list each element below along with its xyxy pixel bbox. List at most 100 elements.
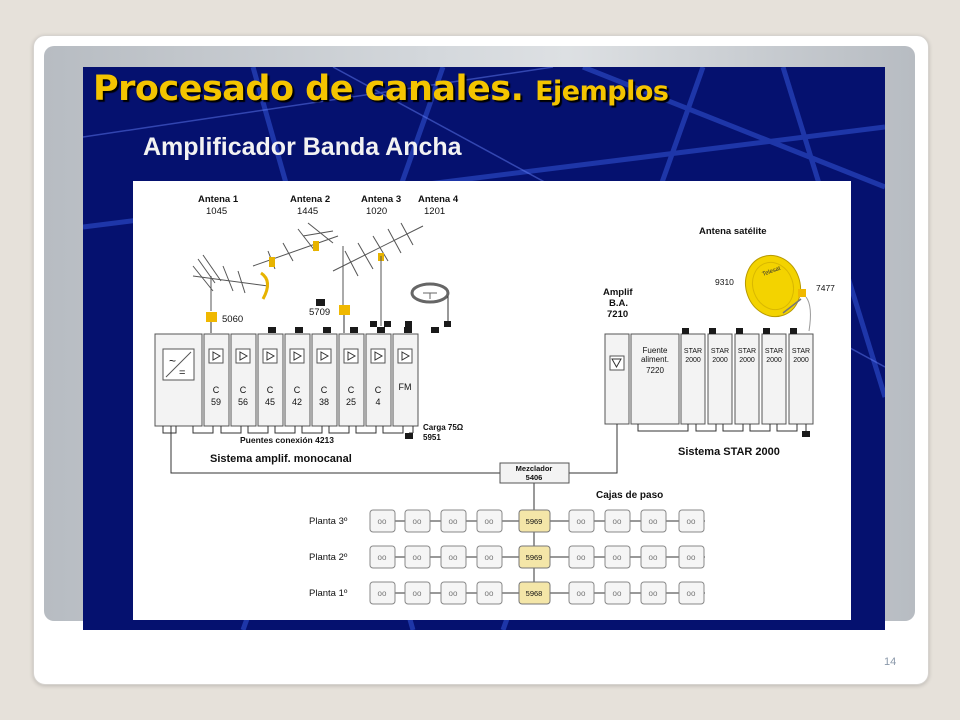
preamp-2-icon <box>339 305 350 315</box>
load-icon <box>405 433 413 439</box>
page-number: 14 <box>884 656 897 668</box>
slide-subtitle: Amplificador Banda Ancha <box>143 133 462 161</box>
tap-box-code: 5968 <box>526 589 543 598</box>
star-module: STAR 2000 <box>680 333 706 425</box>
svg-text:oo: oo <box>485 517 494 526</box>
module-band: C <box>321 385 328 395</box>
star-module-name: STAR <box>738 348 756 355</box>
svg-text:oo: oo <box>613 589 622 598</box>
slide-title: Procesado de canales. Ejemplos <box>93 67 669 114</box>
channel-module: C 56 <box>230 333 257 427</box>
antenna-4-icon <box>410 282 450 326</box>
svg-text:=: = <box>179 367 185 379</box>
svg-text:oo: oo <box>649 589 658 598</box>
bridge-connectors <box>162 426 414 434</box>
star-module-name: STAR <box>765 348 783 355</box>
svg-text:oo: oo <box>687 589 696 598</box>
preamp-1-label: 5060 <box>222 314 243 325</box>
module-channel: 45 <box>265 397 275 407</box>
star-module-name: STAR <box>684 348 702 355</box>
load-label: Carga 75Ω <box>423 423 464 432</box>
antenna-3-icon <box>332 222 424 326</box>
floor-label: Planta 2º <box>309 552 348 563</box>
star-module-name: STAR <box>792 348 810 355</box>
svg-text:oo: oo <box>378 553 387 562</box>
amplif-ba-module <box>604 333 630 425</box>
module-band: C <box>213 385 220 395</box>
module-input-connectors <box>268 299 451 333</box>
amplif-ba-line3: 7210 <box>607 309 628 320</box>
psu-line2: aliment. <box>641 355 669 364</box>
antenna-4-code: 1201 <box>424 206 445 217</box>
preamp-1-icon <box>206 312 217 322</box>
antenna-4-name: Antena 4 <box>418 194 459 205</box>
installation-diagram: Antena 1 1045 Antena 2 1445 Antena 3 102… <box>154 194 835 605</box>
module-channel: 38 <box>319 397 329 407</box>
title-suffix: Ejemplos <box>535 76 669 107</box>
antenna-3-name: Antena 3 <box>361 194 401 205</box>
tap-box-code: 5969 <box>526 553 543 562</box>
star-module-code: 2000 <box>685 357 701 364</box>
channel-modules: C 59 C 56 C 45 <box>203 333 419 427</box>
slide: Procesado de canales. Ejemplos Amplifica… <box>83 67 885 630</box>
star-power-supply: Fuente aliment. 7220 <box>630 333 680 425</box>
module-band: C <box>294 385 301 395</box>
channel-module: C 45 <box>257 333 284 427</box>
svg-text:oo: oo <box>649 517 658 526</box>
module-band: C <box>267 385 274 395</box>
svg-text:~: ~ <box>169 354 176 368</box>
channel-module: C 4 <box>365 333 392 427</box>
bridges-label: Puentes conexión 4213 <box>240 435 334 445</box>
tap-box-highlight <box>518 509 551 533</box>
satellite-code-left: 9310 <box>715 277 734 287</box>
svg-text:oo: oo <box>413 589 422 598</box>
star-system-label: Sistema STAR 2000 <box>678 446 780 458</box>
svg-text:oo: oo <box>687 517 696 526</box>
psu-line1: Fuente <box>643 346 668 355</box>
svg-text:oo: oo <box>613 517 622 526</box>
satellite-dish-icon: Telesat <box>745 254 811 332</box>
star-load-icon <box>802 431 810 437</box>
star-input-connectors <box>682 328 797 334</box>
load-code: 5951 <box>423 433 441 442</box>
svg-text:oo: oo <box>577 517 586 526</box>
distribution-title: Cajas de paso <box>596 490 663 501</box>
amplif-ba-line1: Amplif <box>603 287 633 298</box>
satellite-code-right: 7477 <box>816 283 835 293</box>
mixer-line2: 5406 <box>526 473 543 482</box>
star-module: STAR 2000 <box>707 333 733 425</box>
module-channel: 4 <box>375 397 380 407</box>
svg-text:oo: oo <box>485 589 494 598</box>
monocanal-system-label: Sistema amplif. monocanal <box>210 453 352 465</box>
channel-module: FM <box>392 333 419 427</box>
antenna-1-icon <box>192 254 269 311</box>
channel-module: C 38 <box>311 333 338 427</box>
module-channel: 42 <box>292 397 302 407</box>
module-channel: FM <box>399 382 412 392</box>
antenna-1-name: Antena 1 <box>198 194 239 205</box>
antenna-2-name: Antena 2 <box>290 194 330 205</box>
module-channel: 56 <box>238 397 248 407</box>
amplif-ba-line2: B.A. <box>609 298 628 309</box>
antenna-2-code: 1445 <box>297 206 318 217</box>
star-module-code: 2000 <box>793 357 809 364</box>
channel-module: C 42 <box>284 333 311 427</box>
module-band: C <box>240 385 247 395</box>
antenna-2-icon <box>252 222 344 306</box>
star-module: STAR 2000 <box>761 333 787 425</box>
floor-label: Planta 1º <box>309 588 348 599</box>
tap-box-highlight <box>518 545 551 569</box>
tap-box-code: 5969 <box>526 517 543 526</box>
diagram-panel: Antena 1 1045 Antena 2 1445 Antena 3 102… <box>133 181 851 620</box>
channel-module: C 59 <box>203 333 230 427</box>
star-module-code: 2000 <box>766 357 782 364</box>
svg-text:oo: oo <box>449 589 458 598</box>
psu-line3: 7220 <box>646 366 664 375</box>
power-supply-module: ~ = <box>154 333 203 427</box>
star-modules: STAR 2000 STAR 2000 STAR 2000 STAR 2000 <box>680 333 814 425</box>
satellite-label: Antena satélite <box>699 226 767 237</box>
